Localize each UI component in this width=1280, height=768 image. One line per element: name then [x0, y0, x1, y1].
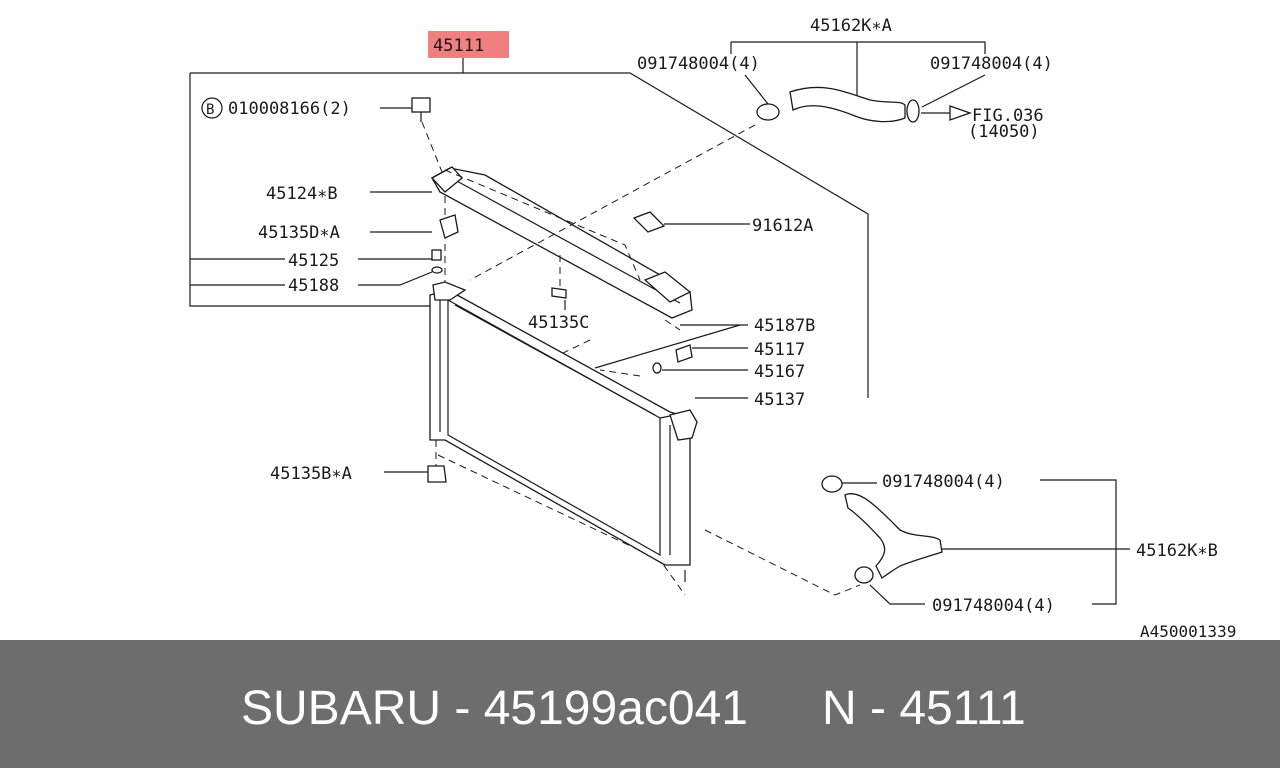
- radiator-frame: [429, 289, 691, 566]
- rubber-cushion: [439, 214, 459, 239]
- label-45135da: 45135D∗A: [258, 223, 340, 243]
- upper-hose-group: [730, 41, 986, 123]
- hose-clamp: [756, 103, 780, 121]
- label-45162k-a: 45162K∗A: [810, 16, 892, 36]
- lower-cushion-group: [384, 465, 447, 483]
- label-91612a: 91612A: [752, 216, 813, 236]
- label-091748004-br2: 091748004(4): [932, 596, 1055, 616]
- label-45162k-b: 45162K∗B: [1136, 541, 1218, 561]
- parts-diagram: 45111: [189, 16, 1236, 640]
- label-plate: [632, 211, 666, 233]
- radiator-tank-top: [432, 281, 467, 301]
- label-45135ba: 45135B∗A: [270, 464, 352, 484]
- radiator-bracket: [430, 166, 693, 319]
- label-091748004-br1: 091748004(4): [882, 472, 1005, 492]
- label-45188: 45188: [288, 276, 339, 296]
- upper-hose: [789, 86, 906, 123]
- label-45125: 45125: [288, 251, 339, 271]
- bolt: [411, 97, 431, 113]
- hose-clamp: [821, 475, 843, 493]
- lower-cushion: [427, 465, 447, 483]
- highlighted-part-label[interactable]: 45111: [433, 36, 484, 56]
- hose-clamp: [906, 99, 920, 123]
- highlighted-part-box: [428, 31, 509, 58]
- label-091748004-tr: 091748004(4): [930, 54, 1053, 74]
- label-bolt: 010008166(2): [228, 99, 351, 119]
- radiator-core: [429, 281, 698, 582]
- filler-neck: [669, 409, 698, 441]
- label-45117: 45117: [754, 340, 805, 360]
- diagram-reference-code: A450001339: [1140, 622, 1236, 640]
- drain-gasket: [652, 362, 662, 374]
- lower-hose-group: [821, 475, 1130, 605]
- bolt-group: [201, 97, 431, 122]
- label-45167: 45167: [754, 362, 805, 382]
- label-45187b: 45187B: [754, 316, 815, 336]
- drain-plug: [675, 344, 693, 363]
- label-45124b: 45124∗B: [266, 184, 338, 204]
- footer-bar: SUBARU - 45199ac041 N - 45111: [0, 640, 1280, 768]
- o-ring: [431, 266, 443, 274]
- arrow-icon: [949, 105, 972, 121]
- label-fig-sub: (14050): [968, 122, 1040, 142]
- hose-clamp: [854, 566, 874, 584]
- assembly-bracket: [189, 58, 869, 398]
- label-45137: 45137: [754, 390, 805, 410]
- cushion-45135c: [551, 287, 567, 299]
- lower-hose: [844, 493, 943, 579]
- small-parts: [358, 191, 750, 399]
- label-091748004-tl: 091748004(4): [637, 54, 760, 74]
- footer-diagram-ref: N - 45111: [822, 682, 1026, 735]
- label-45135c: 45135C: [528, 313, 589, 333]
- label-fig: FIG.036: [972, 106, 1044, 126]
- cap-seal: [431, 249, 442, 261]
- bolt-letter: B: [206, 102, 214, 118]
- footer-brand-part-number: SUBARU - 45199ac041: [241, 682, 748, 735]
